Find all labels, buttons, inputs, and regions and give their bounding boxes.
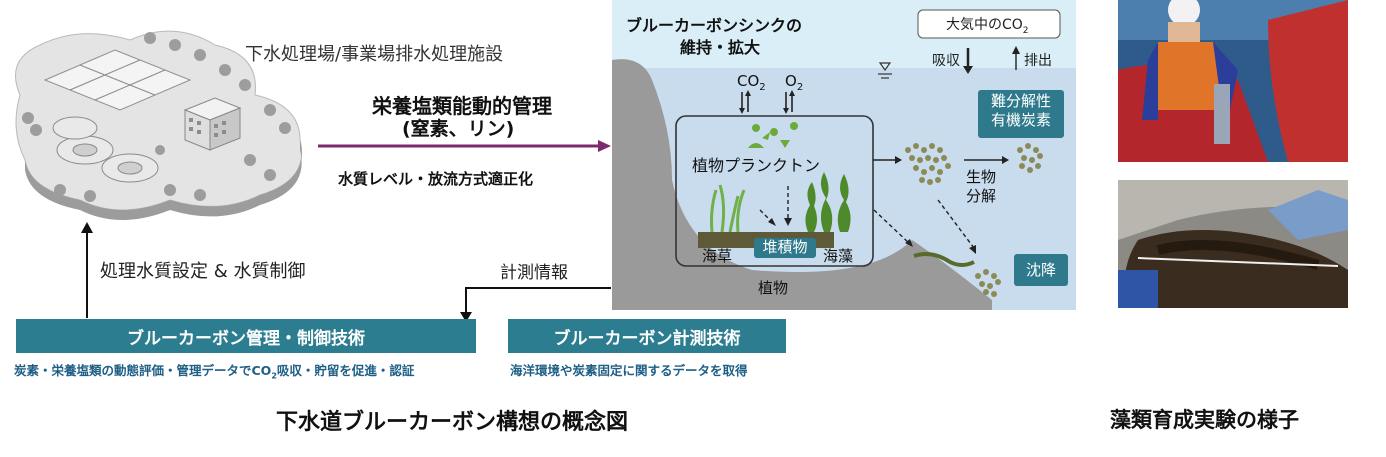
plants-label: 植物 <box>758 279 789 297</box>
boat-photo-top <box>1118 0 1348 162</box>
concept-figure-caption: 下水道ブルーカーボン構想の概念図 <box>276 410 629 435</box>
treatment-plant-illustration <box>15 30 303 220</box>
sinking-tag: 沈降 <box>1014 254 1068 286</box>
water-quality-label: 水質レベル・放流方式適正化 <box>338 170 534 188</box>
experiment-caption: 藻類育成実験の様子 <box>1110 408 1299 432</box>
control-up-arrow <box>81 222 93 318</box>
phytoplankton-label: 植物プランクトン <box>692 156 821 175</box>
biodegradation-label: 生物分解 <box>966 168 997 205</box>
sediment-tag: 堆積物 <box>754 238 816 258</box>
control-label: 処理水質設定 & 水質制御 <box>100 261 306 282</box>
blue-carbon-panel <box>612 0 1076 310</box>
facility-label: 下水処理場/事業場排水処理施設 <box>245 44 504 65</box>
refractory-carbon-tag: 難分解性有機炭素 <box>978 90 1064 138</box>
measurement-arrow <box>460 287 611 322</box>
measurement-caption: 海洋環境や炭素固定に関するデータを取得 <box>510 363 748 378</box>
co2-label: CO2 <box>737 72 766 93</box>
seaweed-label: 海藻 <box>823 247 854 265</box>
atmosphere-label: 大気中のCO2 <box>946 17 1029 36</box>
emit-label: 排出 <box>1024 53 1052 69</box>
nutrient-management-subtitle: (窒素、リン) <box>402 118 515 140</box>
measurement-info-label: 計測情報 <box>500 263 568 283</box>
blue-carbon-measurement-box: ブルーカーボン計測技術 <box>508 319 786 353</box>
seaweed-photo-bottom <box>1118 180 1348 308</box>
o2-label: O2 <box>785 72 804 93</box>
blue-carbon-control-box: ブルーカーボン管理・制御技術 <box>16 319 476 353</box>
control-caption: 炭素・栄養塩類の動態評価・管理データでCO2吸収・貯留を促進・認証 <box>14 363 415 381</box>
absorb-label: 吸収 <box>932 53 960 69</box>
panel-title-line1: ブルーカーボンシンクの <box>626 16 803 35</box>
nutrient-management-arrow <box>318 140 611 152</box>
seagrass-label: 海草 <box>702 247 733 265</box>
panel-title-line2: 維持・拡大 <box>680 38 761 57</box>
nutrient-management-title: 栄養塩類能動的管理 <box>372 94 552 118</box>
